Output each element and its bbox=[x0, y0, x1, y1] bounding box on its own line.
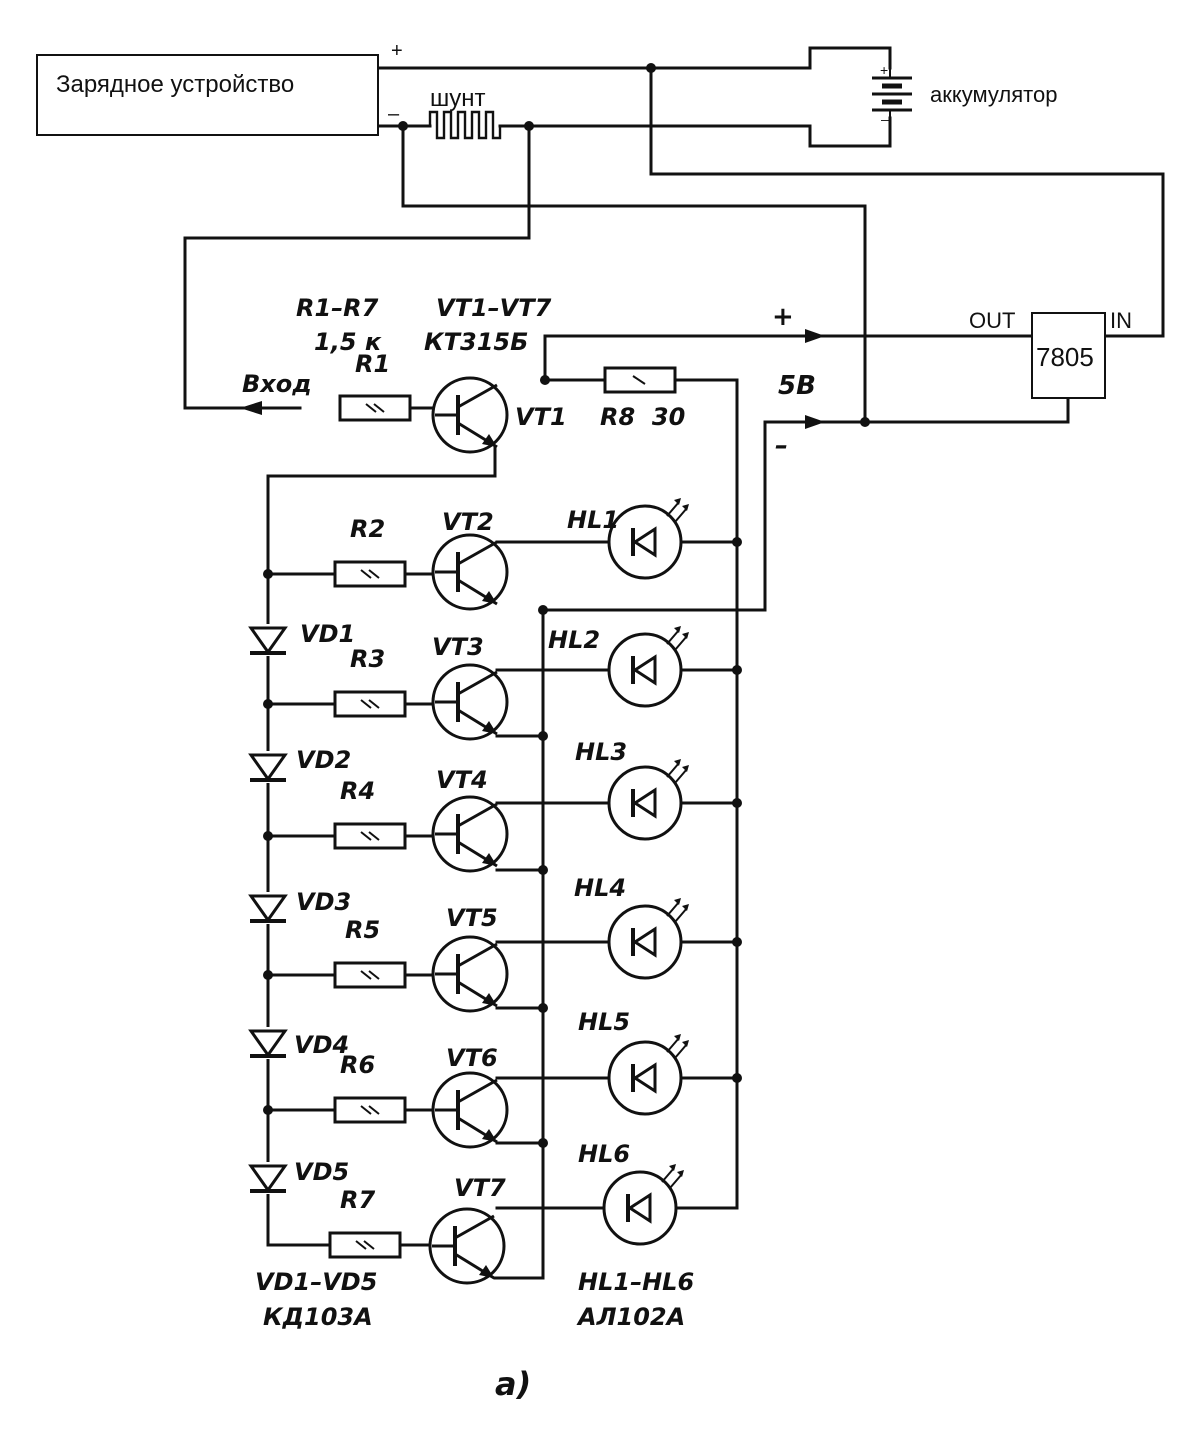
resistor-label-r4: R4 bbox=[340, 777, 375, 805]
diode-vd5: VD5 bbox=[248, 1158, 349, 1194]
resistor-r7: R7 bbox=[328, 1186, 402, 1259]
transistor-label-vt3: VT3 bbox=[432, 633, 484, 661]
resistor-r3: R3 bbox=[333, 645, 407, 718]
battery-label: аккумулятор bbox=[930, 82, 1057, 107]
diode-vd1: VD1 bbox=[248, 620, 355, 656]
led-label-hl6: HL6 bbox=[578, 1140, 630, 1168]
wires bbox=[183, 46, 1165, 1280]
shunt-label: шунт bbox=[430, 85, 486, 112]
regulator-label: 7805 bbox=[1036, 342, 1094, 372]
transistor-label-vt6: VT6 bbox=[446, 1044, 498, 1072]
diode-vd2: VD2 bbox=[248, 746, 351, 783]
resistor-group-label: R1–R7 bbox=[296, 294, 379, 322]
regulator-in-label: IN bbox=[1110, 308, 1132, 333]
charger-box bbox=[36, 54, 379, 136]
out-plus-arrow-icon bbox=[805, 329, 825, 343]
figure-label: а) bbox=[495, 1365, 531, 1403]
resistor-r5: R5 bbox=[333, 916, 407, 989]
transistor-label-vt5: VT5 bbox=[446, 904, 498, 932]
led-type-label: АЛ102А bbox=[576, 1303, 685, 1331]
transistor-vt5: VT5 bbox=[431, 904, 509, 1013]
led-hl6: HL6 bbox=[578, 1140, 684, 1246]
resistor-label-r7: R7 bbox=[340, 1186, 375, 1214]
led-label-hl5: HL5 bbox=[578, 1008, 630, 1036]
resistor-label-r1: R1 bbox=[355, 350, 390, 378]
resistor-label-r2: R2 bbox=[350, 515, 385, 543]
transistor-group-label: VT1–VT7 bbox=[436, 294, 552, 322]
resistor-r1: R1 bbox=[338, 350, 412, 422]
diode-vd4: VD4 bbox=[248, 1027, 349, 1059]
battery-icon bbox=[872, 68, 912, 118]
led-label-hl4: HL4 bbox=[574, 874, 626, 902]
diode-label-vd5: VD5 bbox=[294, 1158, 349, 1186]
led-label-hl1: HL1 bbox=[567, 506, 619, 534]
led-label-hl2: HL2 bbox=[548, 626, 600, 654]
led-hl2: HL2 bbox=[548, 626, 689, 708]
diode-vd3: VD3 bbox=[248, 888, 351, 924]
diode-label-vd1: VD1 bbox=[300, 620, 355, 648]
regulator-out-label: OUT bbox=[969, 308, 1015, 333]
led-group-label: HL1–HL6 bbox=[578, 1268, 694, 1296]
led-hl3: HL3 bbox=[575, 738, 689, 841]
transistor-vt1: VT1 bbox=[431, 376, 567, 454]
resistor-label-r6: R6 bbox=[340, 1051, 375, 1079]
transistor-vt6: VT6 bbox=[431, 1044, 509, 1149]
transistor-type-label: КТ315Б bbox=[424, 328, 528, 356]
transistor-vt7: VT7 bbox=[428, 1174, 506, 1285]
out-minus-label: – bbox=[775, 431, 788, 461]
out-voltage-label: 5В bbox=[778, 371, 816, 401]
input-arrow-icon bbox=[240, 401, 262, 415]
led-hl5: HL5 bbox=[578, 1008, 689, 1116]
charger-plus-label: + bbox=[391, 40, 403, 62]
battery-plus-label: + bbox=[880, 62, 888, 78]
diode-label-vd2: VD2 bbox=[296, 746, 351, 774]
r8-label: R8 30 bbox=[600, 403, 685, 431]
resistor-label-r3: R3 bbox=[350, 645, 385, 673]
diode-type-label: КД103А bbox=[263, 1303, 373, 1331]
transistor-label-vt1: VT1 bbox=[515, 403, 567, 431]
led-hl4: HL4 bbox=[574, 874, 689, 980]
resistor-r4: R4 bbox=[333, 777, 407, 850]
diode-group-label: VD1–VD5 bbox=[255, 1268, 377, 1296]
junction-dots bbox=[263, 63, 870, 1148]
regulator-box bbox=[1031, 312, 1106, 399]
resistor-value-label: 1,5 к bbox=[314, 328, 382, 356]
resistor-r6: R6 bbox=[333, 1051, 407, 1124]
transistor-vt2: VT2 bbox=[431, 508, 509, 611]
diode-label-vd3: VD3 bbox=[296, 888, 351, 916]
resistor-r2: R2 bbox=[333, 515, 407, 588]
battery-minus-label: – bbox=[881, 111, 889, 127]
charger-label: Зарядное устройство bbox=[56, 71, 294, 98]
led-hl1: HL1 bbox=[567, 498, 689, 580]
transistor-vt3: VT3 bbox=[431, 633, 509, 741]
transistor-vt4: VT4 bbox=[431, 766, 509, 873]
transistor-label-vt7: VT7 bbox=[454, 1174, 506, 1202]
diode-label-vd4: VD4 bbox=[294, 1031, 349, 1059]
charger-minus-label: – bbox=[388, 103, 400, 125]
resistor-label-r5: R5 bbox=[345, 916, 380, 944]
led-label-hl3: HL3 bbox=[575, 738, 627, 766]
out-minus-arrow-icon bbox=[805, 415, 825, 429]
shunt-icon bbox=[428, 110, 502, 140]
out-plus-label: + bbox=[772, 302, 794, 332]
transistor-label-vt2: VT2 bbox=[442, 508, 494, 536]
input-label: Вход bbox=[242, 370, 312, 398]
transistor-label-vt4: VT4 bbox=[436, 766, 488, 794]
